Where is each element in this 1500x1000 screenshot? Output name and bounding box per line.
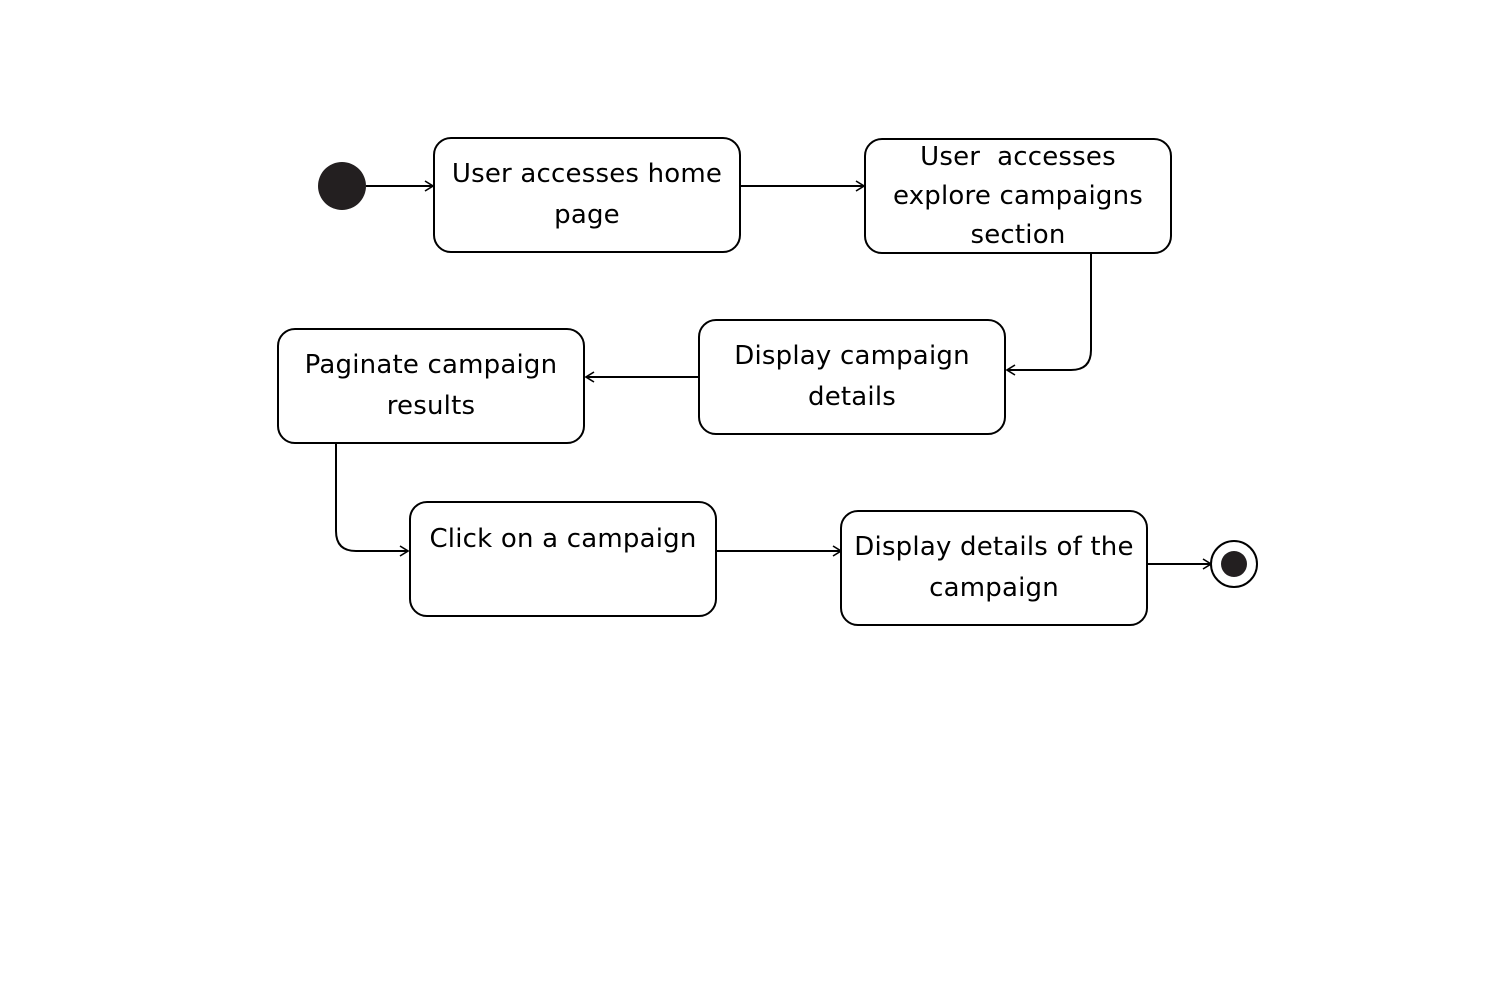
- node-home-page-label: User accesses home page: [451, 159, 723, 230]
- node-click-campaign-label: Click on a campaign: [429, 524, 697, 554]
- node-display-campaign-details: Display campaign details: [698, 319, 1006, 435]
- node-display-details: Display details of the campaign: [840, 510, 1148, 626]
- node-explore-campaigns-label: User accesses explore campaigns section: [892, 141, 1152, 250]
- node-home-page: User accesses home page: [433, 137, 741, 253]
- node-display-details-label: Display details of the campaign: [854, 532, 1134, 603]
- node-display-campaign-details-label: Display campaign details: [734, 341, 970, 412]
- node-click-campaign: Click on a campaign: [409, 501, 717, 617]
- final-node: [1210, 540, 1258, 588]
- edge-explore-to-display: [1007, 254, 1092, 370]
- initial-node: [318, 162, 366, 210]
- node-explore-campaigns: User accesses explore campaigns section: [864, 138, 1172, 254]
- node-paginate-results: Paginate campaign results: [277, 328, 585, 444]
- edge-paginate-to-click: [335, 444, 408, 551]
- node-paginate-results-label: Paginate campaign results: [304, 350, 558, 421]
